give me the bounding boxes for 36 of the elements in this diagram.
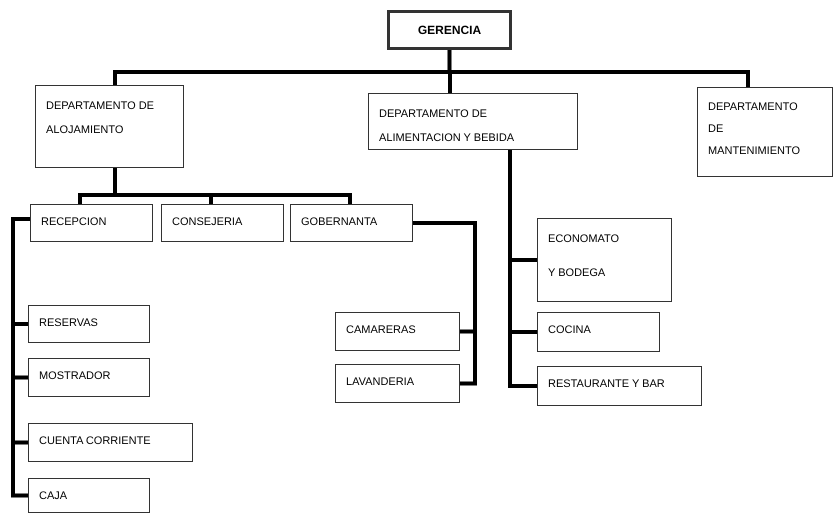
org-box bbox=[290, 204, 413, 242]
box-label: DEPARTAMENTO DE MANTENIMIENTO bbox=[708, 100, 802, 159]
box-label: LAVANDERIA bbox=[346, 375, 416, 390]
box-label: CAJA bbox=[39, 489, 68, 504]
org-box bbox=[537, 366, 702, 406]
box-label: CONSEJERIA bbox=[172, 215, 244, 230]
connector-line bbox=[413, 221, 477, 386]
box-label: GOBERNANTA bbox=[301, 215, 378, 230]
org-box bbox=[387, 10, 512, 50]
connector-line bbox=[448, 50, 750, 87]
box-label: DEPARTAMENTO DE ALOJAMIENTO bbox=[46, 99, 155, 138]
box-label: ECONOMATO bbox=[548, 232, 620, 247]
connector-line bbox=[508, 150, 537, 388]
org-box bbox=[35, 85, 184, 168]
org-box bbox=[28, 423, 193, 462]
org-box bbox=[537, 218, 672, 302]
box-label: RESERVAS bbox=[39, 316, 99, 331]
box-label: RECEPCION bbox=[41, 215, 108, 230]
org-box bbox=[28, 358, 150, 397]
org-box bbox=[28, 305, 150, 343]
box-label: Y BODEGA bbox=[548, 266, 606, 281]
box-label: CUENTA CORRIENTE bbox=[39, 434, 152, 449]
org-box bbox=[368, 93, 578, 150]
box-label: CAMARERAS bbox=[346, 323, 417, 338]
box-label: RESTAURANTE Y BAR bbox=[548, 377, 666, 392]
org-box bbox=[30, 204, 153, 242]
box-label: GERENCIA bbox=[418, 22, 482, 39]
box-label: DEPARTAMENTO DE ALIMENTACION Y BEBIDA bbox=[379, 107, 516, 146]
org-box bbox=[335, 364, 460, 403]
org-box bbox=[28, 478, 150, 513]
org-box bbox=[161, 204, 284, 242]
box-label: MOSTRADOR bbox=[39, 369, 112, 384]
org-box bbox=[335, 312, 460, 351]
org-box bbox=[537, 312, 660, 352]
org-box bbox=[697, 87, 833, 177]
box-label: COCINA bbox=[548, 323, 592, 338]
